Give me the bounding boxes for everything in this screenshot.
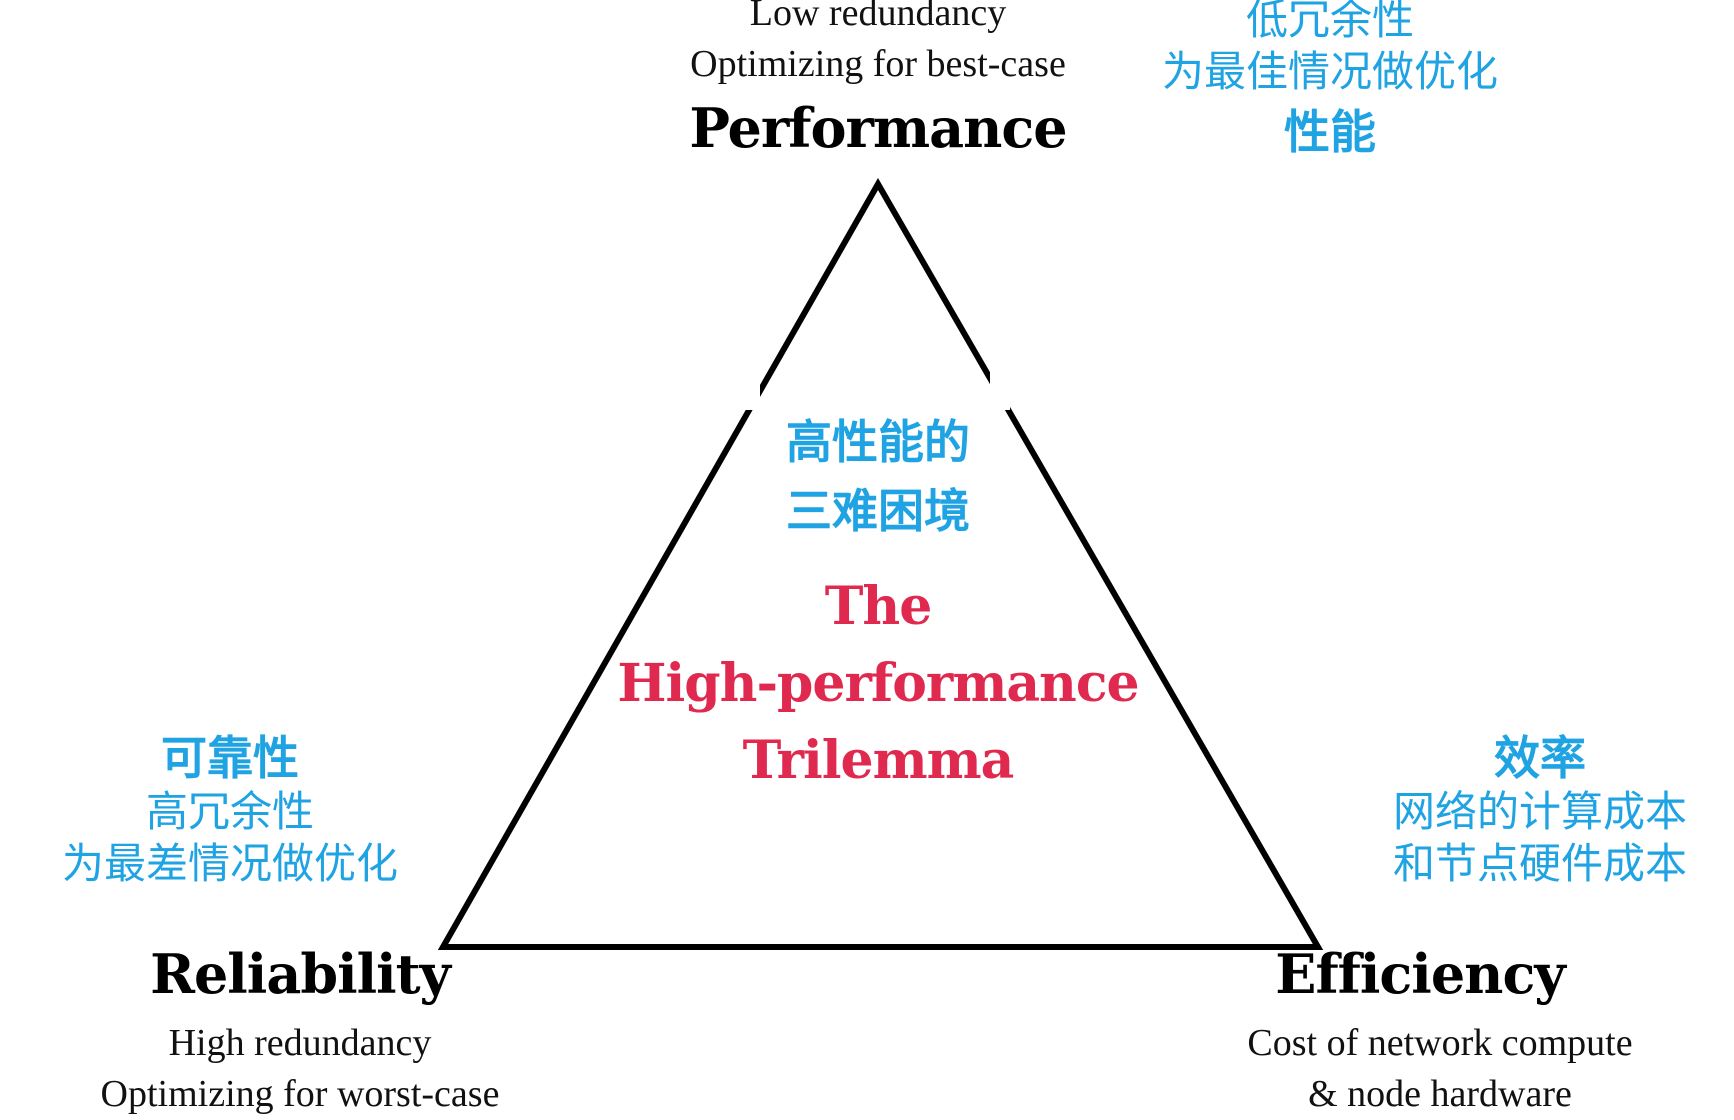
triangle-gap-right — [990, 370, 1010, 410]
performance-subtitle-line-2: Optimizing for best-case — [690, 43, 1066, 85]
reliability-zh-line-1: 高冗余性 — [145, 787, 314, 836]
efficiency-subtitle-line-2: & node hardware — [1308, 1073, 1572, 1115]
performance-block: Low redundancy Optimizing for best-case … — [578, 0, 1178, 160]
reliability-subtitle-line-2: Optimizing for worst-case — [100, 1073, 500, 1115]
center-zh-block: 高性能的 三难困境 — [678, 408, 1078, 546]
efficiency-subtitle-line-1: Cost of network compute — [1247, 1022, 1633, 1064]
performance-zh-block: 低冗余性 为最佳情况做优化 性能 — [1130, 0, 1530, 160]
center-title-line-2: High-performance — [617, 653, 1139, 714]
triangle-outline — [437, 177, 1324, 950]
performance-subtitle-line-1: Low redundancy — [749, 0, 1007, 34]
efficiency-zh-title: 效率 — [1494, 731, 1586, 785]
center-zh-line-2: 三难困境 — [786, 484, 970, 538]
reliability-zh-title: 可靠性 — [161, 731, 299, 785]
efficiency-zh-line-1: 网络的计算成本 — [1392, 787, 1687, 836]
performance-zh-line-1: 低冗余性 — [1245, 0, 1414, 44]
performance-zh-line-2: 为最佳情况做优化 — [1161, 47, 1498, 96]
reliability-zh-block: 可靠性 高冗余性 为最差情况做优化 — [30, 730, 430, 890]
efficiency-zh-block: 效率 网络的计算成本 和节点硬件成本 — [1330, 730, 1734, 890]
reliability-title: Reliability — [150, 942, 451, 1006]
efficiency-zh-line-2: 和节点硬件成本 — [1392, 839, 1687, 888]
center-title-line-3: Trilemma — [742, 730, 1015, 791]
performance-zh-title: 性能 — [1284, 105, 1376, 159]
reliability-zh-line-2: 为最差情况做优化 — [61, 839, 398, 888]
efficiency-block: Efficiency Cost of network compute & nod… — [1180, 942, 1700, 1120]
center-title-block: The High-performance Trilemma — [578, 568, 1178, 799]
reliability-subtitle-line-1: High redundancy — [168, 1022, 432, 1064]
center-zh-line-1: 高性能的 — [786, 415, 970, 469]
triangle-gap-left — [740, 380, 760, 410]
center-title-line-1: The — [824, 576, 933, 637]
efficiency-title: Efficiency — [1275, 942, 1565, 1006]
reliability-block: Reliability High redundancy Optimizing f… — [70, 942, 530, 1120]
performance-title: Performance — [689, 96, 1067, 160]
